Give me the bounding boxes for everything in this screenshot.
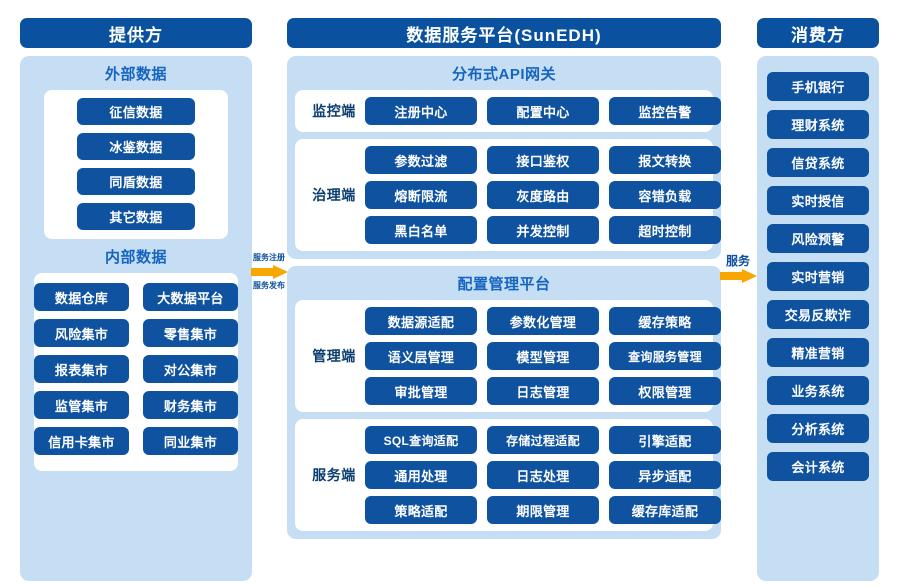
item-governance-4[interactable]: 灰度路由 <box>487 181 599 209</box>
item-consumer-7[interactable]: 精准营销 <box>767 338 869 367</box>
column-platform-body: 分布式API网关 监控端 注册中心 配置中心 监控告警 治理端 参数过滤 接口鉴… <box>287 56 721 539</box>
row-grid-monitor: 注册中心 配置中心 监控告警 <box>365 97 721 125</box>
arrow-service-top-label: 服务 <box>725 254 750 268</box>
row-grid-governance: 参数过滤 接口鉴权 报文转换 熔断限流 灰度路由 容错负载 黑白名单 并发控制 … <box>365 146 721 244</box>
row-grid-service: SQL查询适配 存储过程适配 引擎适配 通用处理 日志处理 异步适配 策略适配 … <box>365 426 721 524</box>
item-management-3[interactable]: 语义层管理 <box>365 342 477 370</box>
row-card-governance: 治理端 参数过滤 接口鉴权 报文转换 熔断限流 灰度路由 容错负载 黑白名单 并… <box>295 139 721 251</box>
item-management-4[interactable]: 模型管理 <box>487 342 599 370</box>
section-title-config-management: 配置管理平台 <box>457 276 551 293</box>
item-governance-2[interactable]: 报文转换 <box>609 146 721 174</box>
item-service-7[interactable]: 期限管理 <box>487 496 599 524</box>
item-consumer-0[interactable]: 手机银行 <box>767 72 869 101</box>
external-data-card: 征信数据 冰鉴数据 同盾数据 其它数据 <box>44 90 228 239</box>
item-internal-8[interactable]: 信用卡集市 <box>34 427 129 455</box>
item-service-5[interactable]: 异步适配 <box>609 461 721 489</box>
item-external-0[interactable]: 征信数据 <box>77 98 195 125</box>
row-label-service: 服务端 <box>312 467 356 483</box>
item-internal-5[interactable]: 对公集市 <box>143 355 238 383</box>
column-provider-body: 外部数据 征信数据 冰鉴数据 同盾数据 其它数据 内部数据 数据仓库 大数据平台… <box>20 56 252 581</box>
item-monitor-1[interactable]: 配置中心 <box>487 97 599 125</box>
item-consumer-1[interactable]: 理财系统 <box>767 110 869 139</box>
section-title-api-gateway: 分布式API网关 <box>451 66 556 83</box>
item-governance-8[interactable]: 超时控制 <box>609 216 721 244</box>
item-service-3[interactable]: 通用处理 <box>365 461 477 489</box>
row-label-monitor: 监控端 <box>312 103 356 119</box>
column-provider-header: 提供方 <box>20 18 252 48</box>
item-internal-4[interactable]: 报表集市 <box>34 355 129 383</box>
column-consumer-header: 消费方 <box>757 18 879 48</box>
item-service-8[interactable]: 缓存库适配 <box>609 496 721 524</box>
item-consumer-6[interactable]: 交易反欺诈 <box>767 300 869 329</box>
item-governance-0[interactable]: 参数过滤 <box>365 146 477 174</box>
item-service-2[interactable]: 引擎适配 <box>609 426 721 454</box>
item-management-8[interactable]: 权限管理 <box>609 377 721 405</box>
item-management-7[interactable]: 日志管理 <box>487 377 599 405</box>
section-title-external-data: 外部数据 <box>104 66 167 83</box>
item-consumer-4[interactable]: 风险预警 <box>767 224 869 253</box>
item-management-1[interactable]: 参数化管理 <box>487 307 599 335</box>
row-card-management: 管理端 数据源适配 参数化管理 缓存策略 语义层管理 模型管理 查询服务管理 审… <box>295 300 721 412</box>
item-governance-3[interactable]: 熔断限流 <box>365 181 477 209</box>
item-service-4[interactable]: 日志处理 <box>487 461 599 489</box>
internal-data-card: 数据仓库 大数据平台 风险集市 零售集市 报表集市 对公集市 监管集市 财务集市… <box>34 273 238 471</box>
row-grid-management: 数据源适配 参数化管理 缓存策略 语义层管理 模型管理 查询服务管理 审批管理 … <box>365 307 721 405</box>
row-label-management: 管理端 <box>312 348 356 364</box>
column-provider: 提供方 外部数据 征信数据 冰鉴数据 同盾数据 其它数据 内部数据 数据仓库 大… <box>20 18 252 581</box>
item-external-2[interactable]: 同盾数据 <box>77 168 195 195</box>
column-consumer: 消费方 手机银行 理财系统 信贷系统 实时授信 风险预警 实时营销 交易反欺诈 … <box>757 18 879 581</box>
item-consumer-9[interactable]: 分析系统 <box>767 414 869 443</box>
arrow-service-register: 服务注册 服务发布 <box>251 252 289 291</box>
item-consumer-2[interactable]: 信贷系统 <box>767 148 869 177</box>
item-governance-1[interactable]: 接口鉴权 <box>487 146 599 174</box>
item-internal-2[interactable]: 风险集市 <box>34 319 129 347</box>
item-external-1[interactable]: 冰鉴数据 <box>77 133 195 160</box>
item-service-1[interactable]: 存储过程适配 <box>487 426 599 454</box>
arrow-service-output: 服务 <box>718 254 758 284</box>
item-internal-6[interactable]: 监管集市 <box>34 391 129 419</box>
item-internal-9[interactable]: 同业集市 <box>143 427 238 455</box>
item-management-0[interactable]: 数据源适配 <box>365 307 477 335</box>
item-service-0[interactable]: SQL查询适配 <box>365 426 477 454</box>
column-consumer-body: 手机银行 理财系统 信贷系统 实时授信 风险预警 实时营销 交易反欺诈 精准营销… <box>757 56 879 581</box>
section-api-gateway: 分布式API网关 监控端 注册中心 配置中心 监控告警 治理端 参数过滤 接口鉴… <box>287 56 721 259</box>
column-platform-header: 数据服务平台(SunEDH) <box>287 18 721 48</box>
arrow-register-bottom-label: 服务发布 <box>253 281 285 290</box>
item-monitor-2[interactable]: 监控告警 <box>609 97 721 125</box>
item-governance-6[interactable]: 黑白名单 <box>365 216 477 244</box>
item-governance-7[interactable]: 并发控制 <box>487 216 599 244</box>
row-card-monitor: 监控端 注册中心 配置中心 监控告警 <box>295 90 721 132</box>
item-management-6[interactable]: 审批管理 <box>365 377 477 405</box>
item-management-5[interactable]: 查询服务管理 <box>609 342 721 370</box>
arrow-right-icon <box>251 265 289 279</box>
row-card-service: 服务端 SQL查询适配 存储过程适配 引擎适配 通用处理 日志处理 异步适配 策… <box>295 419 721 531</box>
arrow-right-icon <box>720 269 757 283</box>
item-internal-7[interactable]: 财务集市 <box>143 391 238 419</box>
item-consumer-5[interactable]: 实时营销 <box>767 262 869 291</box>
section-config-management: 配置管理平台 管理端 数据源适配 参数化管理 缓存策略 语义层管理 模型管理 查… <box>287 266 721 539</box>
section-title-internal-data: 内部数据 <box>104 249 167 266</box>
column-platform: 数据服务平台(SunEDH) 分布式API网关 监控端 注册中心 配置中心 监控… <box>287 18 721 539</box>
item-monitor-0[interactable]: 注册中心 <box>365 97 477 125</box>
item-internal-3[interactable]: 零售集市 <box>143 319 238 347</box>
item-consumer-8[interactable]: 业务系统 <box>767 376 869 405</box>
item-consumer-10[interactable]: 会计系统 <box>767 452 869 481</box>
item-service-6[interactable]: 策略适配 <box>365 496 477 524</box>
row-label-governance: 治理端 <box>312 187 356 203</box>
internal-data-grid: 数据仓库 大数据平台 风险集市 零售集市 报表集市 对公集市 监管集市 财务集市… <box>34 283 238 455</box>
item-governance-5[interactable]: 容错负载 <box>609 181 721 209</box>
item-management-2[interactable]: 缓存策略 <box>609 307 721 335</box>
item-internal-1[interactable]: 大数据平台 <box>143 283 238 311</box>
item-external-3[interactable]: 其它数据 <box>77 203 195 230</box>
item-internal-0[interactable]: 数据仓库 <box>34 283 129 311</box>
arrow-register-top-label: 服务注册 <box>253 253 285 262</box>
item-consumer-3[interactable]: 实时授信 <box>767 186 869 215</box>
